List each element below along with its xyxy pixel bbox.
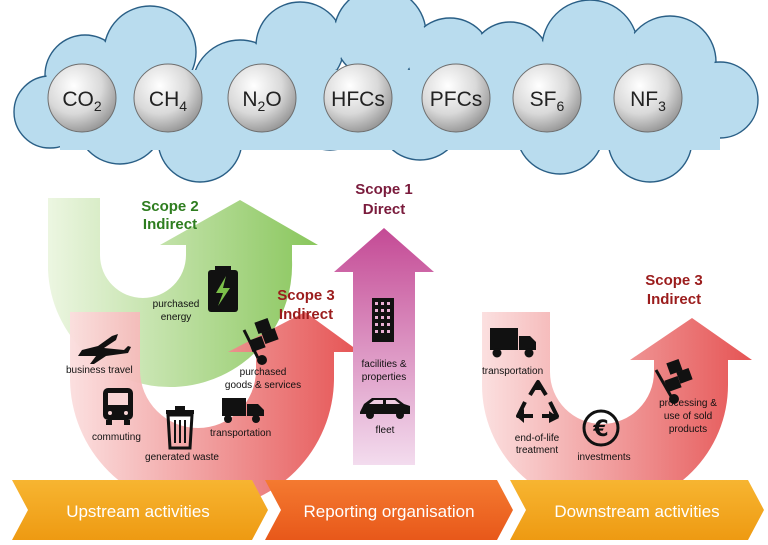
- gas-ball: CO2: [47, 63, 117, 133]
- upstream-label: Upstream activities: [66, 502, 210, 521]
- gas-ball-circle: [512, 63, 582, 133]
- gas-ball: HFCs: [323, 63, 393, 133]
- processing-label-1: processing &: [659, 398, 717, 409]
- facilities-label-1: facilities &: [361, 359, 406, 370]
- svg-text:€: €: [592, 417, 608, 442]
- gas-ball: PFCs: [421, 63, 491, 133]
- gas-label: HFCs: [331, 88, 385, 111]
- end-of-life-label-1: end-of-life: [515, 433, 560, 444]
- hand-truck-icon: [242, 317, 279, 365]
- facilities-label-2: properties: [362, 372, 406, 383]
- purchased-goods-label-2: goods & services: [225, 380, 301, 391]
- scope1-title: Scope 1: [355, 181, 413, 198]
- gas-ball: NF3: [613, 63, 683, 133]
- transportation-downstream-label: transportation: [482, 366, 543, 377]
- investments-label: investments: [577, 452, 630, 463]
- business-travel-label: business travel: [66, 365, 133, 376]
- downstream-label: Downstream activities: [554, 502, 719, 521]
- hand-truck-downstream-icon: [654, 358, 693, 404]
- fleet-label: fleet: [376, 425, 395, 436]
- gas-ball-circle: [421, 63, 491, 133]
- processing-label-3: products: [669, 424, 707, 435]
- gas-ball: CH4: [133, 63, 203, 133]
- purchased-energy-label-2: energy: [161, 312, 192, 323]
- truck-upstream-icon: [222, 398, 264, 423]
- gas-label: CO2: [62, 88, 102, 114]
- bus-icon: [103, 388, 133, 425]
- gas-ball-circle: [613, 63, 683, 133]
- gas-ball-circle: [323, 63, 393, 133]
- purchased-goods-label-1: purchased: [240, 367, 287, 378]
- gas-ball-circle: [133, 63, 203, 133]
- scope3-upstream-title: Scope 3: [277, 287, 335, 304]
- recycle-icon: [516, 380, 559, 423]
- gas-label: N2O: [242, 88, 281, 114]
- gas-ball-circle: [227, 63, 297, 133]
- scope3-upstream-arrow: [70, 312, 360, 510]
- airplane-icon: [78, 334, 131, 364]
- transportation-upstream-label: transportation: [210, 428, 271, 439]
- gas-ball: SF6: [512, 63, 582, 133]
- euro-icon: €: [582, 409, 620, 447]
- purchased-energy-label-1: purchased: [153, 299, 200, 310]
- trash-can-icon: [166, 406, 194, 450]
- upstream-banner: [12, 480, 268, 540]
- scope3-downstream-title: Scope 3: [645, 272, 703, 289]
- gas-ball: N2O: [227, 63, 297, 133]
- scope3-upstream-subtitle: Indirect: [279, 306, 333, 323]
- scope3-downstream-subtitle: Indirect: [647, 291, 701, 308]
- scope2-subtitle: Indirect: [143, 216, 197, 233]
- gas-label: PFCs: [430, 88, 483, 111]
- building-icon: [372, 298, 394, 342]
- generated-waste-label: generated waste: [145, 452, 219, 463]
- scope1-subtitle: Direct: [363, 201, 406, 218]
- gas-ball-circle: [47, 63, 117, 133]
- truck-downstream-icon: [490, 328, 536, 358]
- scope3-downstream-arrow: [482, 312, 752, 508]
- end-of-life-label-2: treatment: [516, 445, 558, 456]
- reporting-banner: [265, 480, 513, 540]
- processing-label-2: use of sold: [664, 411, 712, 422]
- gas-label: SF6: [530, 88, 565, 114]
- reporting-label: Reporting organisation: [303, 502, 474, 521]
- scope2-title: Scope 2: [141, 198, 199, 215]
- car-icon: [360, 398, 410, 419]
- gas-label: NF3: [630, 88, 666, 114]
- gas-balls: CO2 CH4 N2O HFCs PFCs SF6 NF3: [47, 63, 683, 133]
- gas-label: CH4: [149, 88, 187, 114]
- downstream-banner: [510, 480, 764, 540]
- battery-icon: [208, 266, 238, 312]
- commuting-label: commuting: [92, 432, 141, 443]
